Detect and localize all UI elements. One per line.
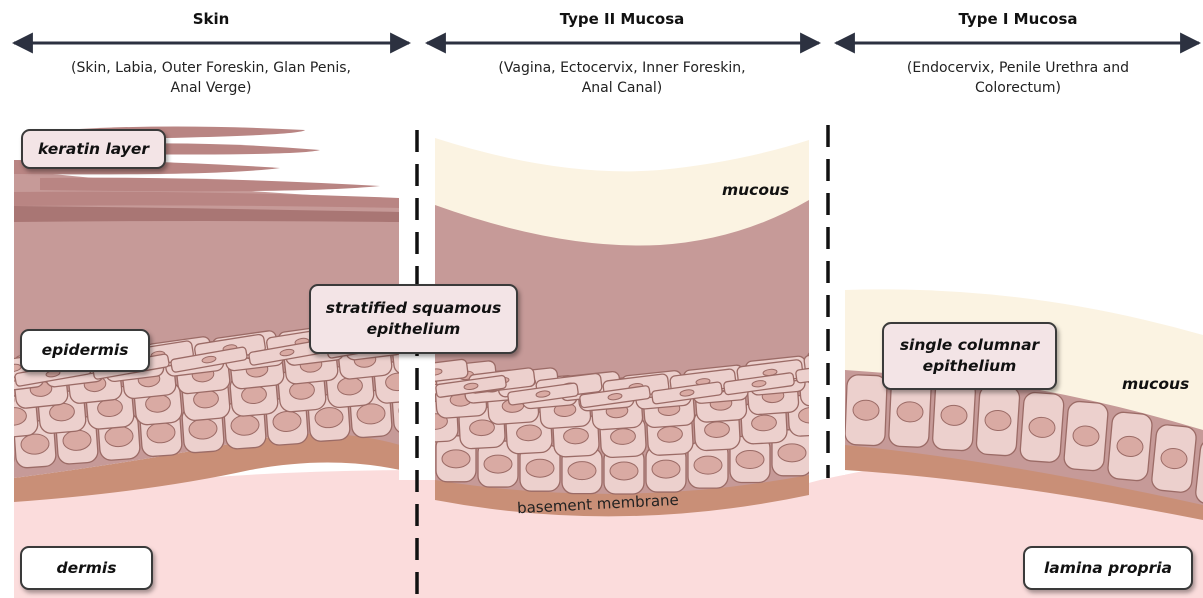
single-columnar-line1: single columnar bbox=[900, 335, 1039, 356]
lamina-propria-label: lamina propria bbox=[1023, 546, 1193, 590]
type1-header: Type I Mucosa (Endocervix, Penile Urethr… bbox=[836, 10, 1200, 98]
type2-subtitle-line1: (Vagina, Ectocervix, Inner Foreskin, bbox=[425, 58, 819, 78]
cell bbox=[976, 385, 1020, 457]
type2-subtitle: (Vagina, Ectocervix, Inner Foreskin, Ana… bbox=[425, 58, 819, 98]
skin-subtitle-line1: (Skin, Labia, Outer Foreskin, Glan Penis… bbox=[14, 58, 408, 78]
skin-title: Skin bbox=[14, 10, 408, 28]
stratified-line1: stratified squamous bbox=[326, 298, 502, 319]
cell bbox=[1107, 411, 1153, 481]
type1-mucous-label: mucous bbox=[1122, 375, 1189, 393]
cell bbox=[932, 379, 976, 451]
cell bbox=[1151, 424, 1197, 493]
cell bbox=[0, 354, 14, 387]
cell bbox=[1063, 401, 1108, 472]
type1-title: Type I Mucosa bbox=[836, 10, 1200, 28]
type2-title: Type II Mucosa bbox=[425, 10, 819, 28]
cell bbox=[0, 374, 15, 414]
type1-subtitle: (Endocervix, Penile Urethra and Colorect… bbox=[836, 58, 1200, 98]
single-columnar-label: single columnar epithelium bbox=[882, 322, 1057, 390]
cell bbox=[0, 368, 14, 394]
type2-mucous-label: mucous bbox=[722, 181, 789, 199]
stratified-line2: epithelium bbox=[367, 319, 461, 340]
single-columnar-line2: epithelium bbox=[923, 356, 1017, 377]
cell bbox=[1020, 392, 1065, 463]
skin-subtitle: (Skin, Labia, Outer Foreskin, Glan Penis… bbox=[14, 58, 408, 98]
keratin-layer-label: keratin layer bbox=[21, 129, 166, 169]
stratified-squamous-label: stratified squamous epithelium bbox=[309, 284, 518, 354]
type1-subtitle-line2: Colorectum) bbox=[836, 78, 1200, 98]
dermis-label: dermis bbox=[20, 546, 153, 590]
skin-subtitle-line2: Anal Verge) bbox=[14, 78, 408, 98]
type2-subtitle-line2: Anal Canal) bbox=[425, 78, 819, 98]
cell bbox=[0, 424, 15, 473]
cell bbox=[845, 374, 888, 445]
type1-subtitle-line1: (Endocervix, Penile Urethra and bbox=[836, 58, 1200, 78]
epidermis-label: epidermis bbox=[20, 329, 150, 372]
type2-header: Type II Mucosa (Vagina, Ectocervix, Inne… bbox=[425, 10, 819, 98]
skin-header: Skin (Skin, Labia, Outer Foreskin, Glan … bbox=[14, 10, 408, 98]
